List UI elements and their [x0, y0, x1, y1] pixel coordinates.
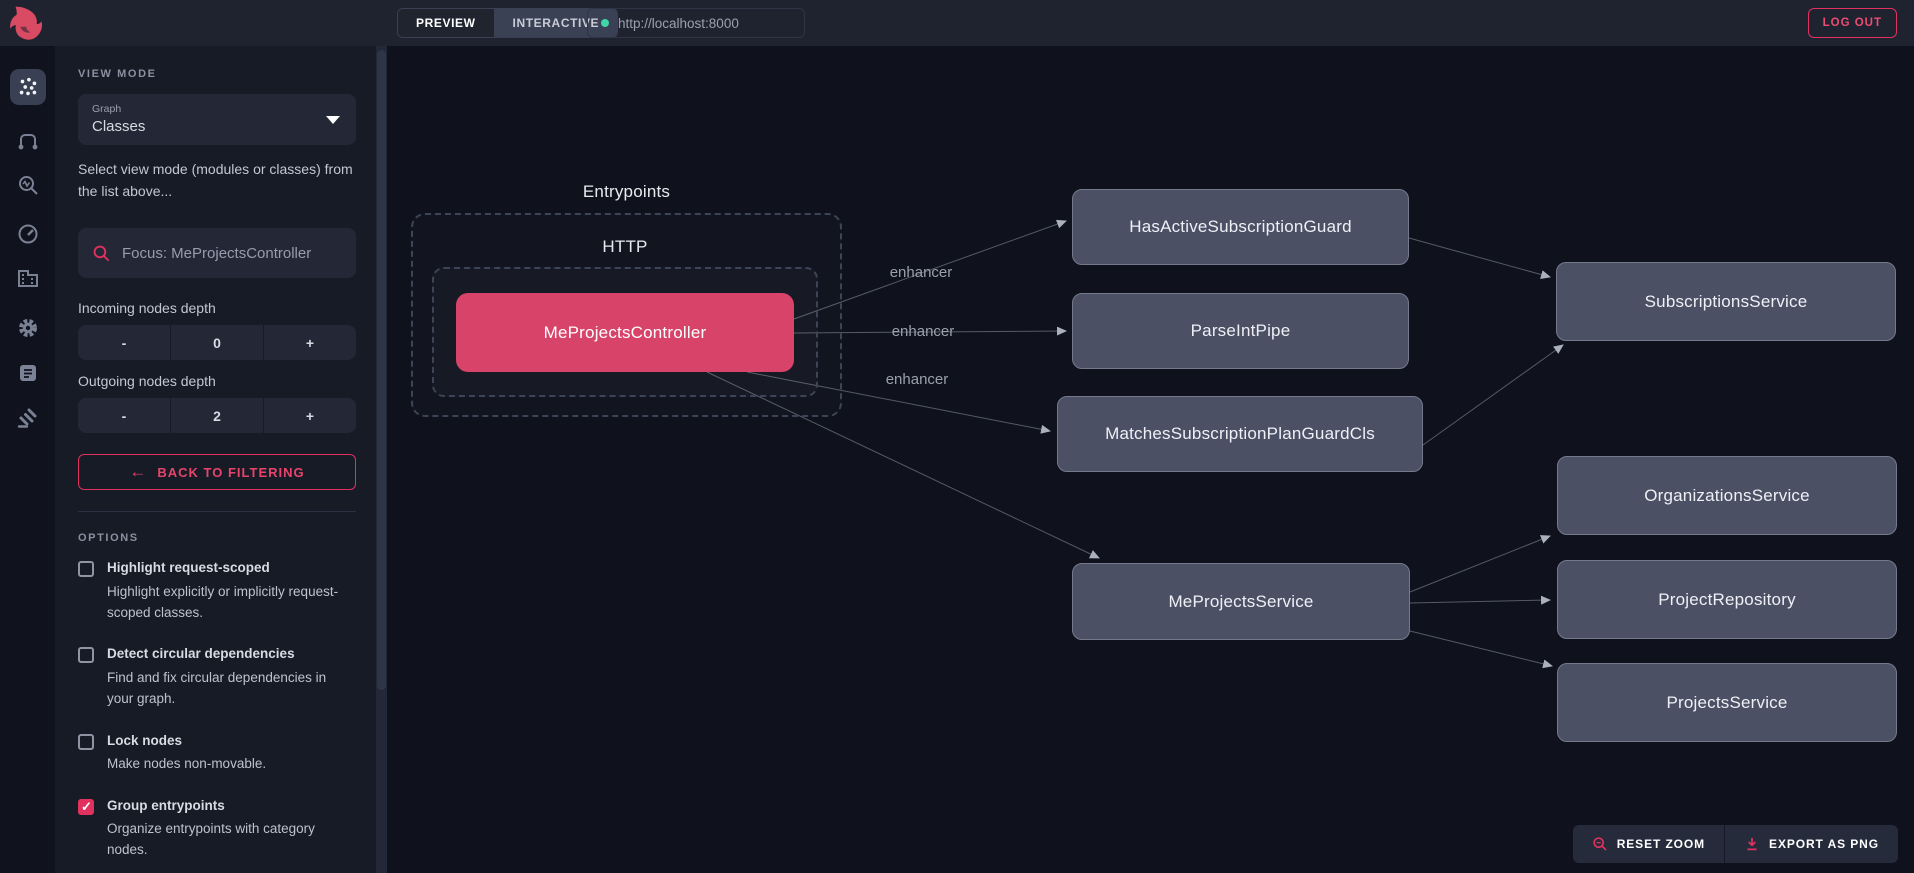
canvas-controls: RESET ZOOM EXPORT AS PNG: [1572, 825, 1898, 863]
gavel-icon: [17, 408, 36, 428]
checkbox-detect-circular[interactable]: [78, 647, 94, 664]
node-parseintpipe[interactable]: ParseIntPipe: [1072, 293, 1409, 369]
document-icon: [19, 365, 36, 381]
url-input[interactable]: http://localhost:8000: [587, 8, 805, 38]
rail-item-settings[interactable]: [10, 310, 46, 346]
reset-zoom-button[interactable]: RESET ZOOM: [1572, 825, 1725, 863]
scatter-graph-icon: [19, 77, 36, 96]
status-dot: [601, 19, 609, 27]
node-projectsservice[interactable]: ProjectsService: [1557, 663, 1897, 742]
option-desc: Find and fix circular dependencies in yo…: [107, 669, 327, 706]
edge-label-enhancer-3: enhancer: [885, 371, 949, 388]
logout-button[interactable]: LOG OUT: [1807, 8, 1897, 38]
option-lock-nodes: Lock nodes Make nodes non-movable.: [78, 731, 356, 775]
outgoing-increment-button[interactable]: +: [305, 407, 315, 424]
rail-item-graph[interactable]: [9, 69, 46, 105]
gear-icon: [18, 319, 37, 337]
search-insights-icon: [18, 176, 38, 195]
icon-rail: [0, 46, 55, 873]
export-png-label: EXPORT AS PNG: [1769, 837, 1879, 851]
tab-interactive[interactable]: INTERACTIVE: [494, 9, 618, 37]
back-to-filtering-button[interactable]: ← BACK TO FILTERING: [78, 454, 356, 491]
outgoing-depth-label: Outgoing nodes depth: [78, 373, 216, 390]
option-desc: Make nodes non-movable.: [107, 755, 267, 771]
option-highlight-request-scoped: Highlight request-scoped Highlight expli…: [78, 558, 356, 623]
incoming-depth-label: Incoming nodes depth: [78, 300, 216, 317]
incoming-increment-button[interactable]: +: [305, 334, 315, 351]
option-title: Lock nodes: [107, 732, 183, 748]
node-organizationsservice[interactable]: OrganizationsService: [1557, 456, 1897, 535]
section-divider: [78, 511, 356, 513]
node-matchessubscriptionplanguardcls[interactable]: MatchesSubscriptionPlanGuardCls: [1057, 396, 1423, 472]
rail-item-logs[interactable]: [10, 355, 46, 391]
http-group-label: HTTP: [602, 237, 648, 256]
entrypoints-group-label: Entrypoints: [582, 182, 671, 201]
route-icon: [18, 134, 37, 150]
option-desc: Organize entrypoints with category nodes…: [107, 820, 315, 857]
zoom-reset-icon: [1593, 837, 1607, 851]
incoming-depth-stepper: - 0 +: [78, 325, 356, 361]
rail-item-performance[interactable]: [10, 216, 46, 252]
reset-zoom-label: RESET ZOOM: [1616, 837, 1706, 851]
rail-item-organization[interactable]: [10, 259, 46, 295]
option-group-entrypoints: Group entrypoints Organize entrypoints w…: [78, 796, 356, 861]
option-title: Group entrypoints: [107, 797, 225, 813]
rail-item-tools[interactable]: [10, 399, 46, 435]
search-icon: [93, 245, 110, 262]
dropdown-value: Classes: [92, 118, 146, 135]
option-title: Detect circular dependencies: [107, 646, 295, 662]
outgoing-depth-value: 2: [171, 398, 264, 434]
incoming-decrement-button[interactable]: -: [78, 325, 171, 361]
node-subscriptionsservice[interactable]: SubscriptionsService: [1556, 262, 1896, 341]
options-section-title: OPTIONS: [78, 532, 139, 545]
dropdown-label: Graph: [92, 103, 122, 115]
sidebar-panel: VIEW MODE Graph Classes Select view mode…: [55, 46, 376, 873]
entrypoints-group-box[interactable]: [411, 213, 842, 417]
checkbox-highlight-request-scoped[interactable]: [78, 561, 94, 578]
edge-label-enhancer-2: enhancer: [891, 323, 955, 340]
view-mode-helper-text: Select view mode (modules or classes) fr…: [78, 161, 353, 199]
export-png-button[interactable]: EXPORT AS PNG: [1725, 825, 1898, 863]
graph-edges: [706, 219, 1564, 669]
node-hasactivesubscriptionguard[interactable]: HasActiveSubscriptionGuard: [1072, 189, 1409, 265]
focus-value: Focus: MeProjectsController: [122, 244, 312, 262]
top-bar: PREVIEW INTERACTIVE http://localhost:800…: [0, 0, 1914, 46]
option-title: Highlight request-scoped: [107, 560, 270, 576]
preview-mode-tabs: PREVIEW INTERACTIVE: [397, 8, 619, 38]
edge-label-enhancer-1: enhancer: [889, 264, 953, 281]
left-arrow-icon: ←: [129, 462, 148, 482]
panel-scrollbar-thumb[interactable]: [377, 50, 386, 690]
node-meprojectscontroller[interactable]: MeProjectsController: [456, 293, 794, 372]
checkbox-lock-nodes[interactable]: [78, 733, 94, 750]
panel-scrollbar[interactable]: [376, 46, 387, 873]
incoming-depth-value: 0: [171, 325, 264, 361]
outgoing-depth-stepper: - 2 +: [78, 398, 356, 434]
rail-item-routes[interactable]: [10, 123, 46, 159]
tab-preview[interactable]: PREVIEW: [398, 9, 495, 37]
outgoing-decrement-button[interactable]: -: [78, 398, 171, 434]
graph-canvas[interactable]: Entrypoints HTTP MeProjectsController Ha…: [387, 46, 1914, 873]
http-group-box[interactable]: [432, 267, 818, 397]
rail-item-inspect[interactable]: [10, 167, 46, 203]
nestjs-logo: [10, 6, 43, 40]
url-text: http://localhost:8000: [618, 15, 739, 31]
focus-input[interactable]: Focus: MeProjectsController: [78, 228, 356, 279]
back-button-label: BACK TO FILTERING: [157, 464, 305, 480]
buildings-icon: [17, 270, 38, 287]
view-mode-section-title: VIEW MODE: [78, 68, 157, 80]
checkbox-group-entrypoints[interactable]: [78, 798, 94, 815]
graph-mode-dropdown[interactable]: Graph Classes: [78, 94, 356, 145]
chevron-down-icon: [326, 116, 340, 124]
option-desc: Highlight explicitly or implicitly reque…: [107, 583, 339, 620]
download-icon: [1747, 838, 1757, 851]
node-projectrepository[interactable]: ProjectRepository: [1557, 560, 1897, 639]
node-meprojectsservice[interactable]: MeProjectsService: [1072, 563, 1410, 640]
gauge-icon: [18, 224, 37, 244]
option-detect-circular: Detect circular dependencies Find and fi…: [78, 644, 356, 709]
